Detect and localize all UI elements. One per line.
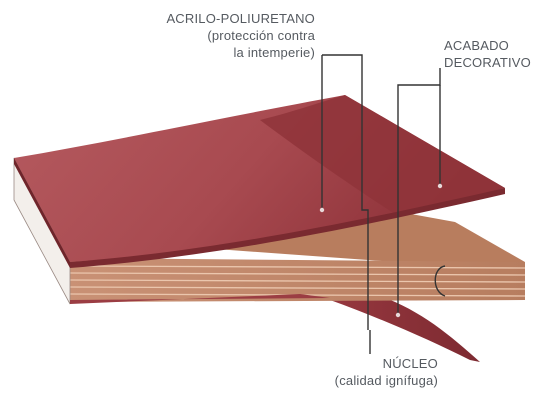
decorative-line1: ACABADO bbox=[444, 38, 509, 53]
core-top-face bbox=[175, 212, 525, 262]
acrylic-note-line1: (protección contra bbox=[207, 28, 315, 43]
decorative-line2: DECORATIVO bbox=[444, 55, 531, 70]
core-layers bbox=[69, 258, 526, 302]
leader-lines bbox=[321, 54, 446, 354]
core-label: NÚCLEO (calidad ignífuga) bbox=[270, 355, 438, 389]
bottom-decorative-layer bbox=[300, 292, 480, 362]
panel-bottom-strip bbox=[70, 294, 330, 304]
top-layer-shadow bbox=[260, 95, 505, 214]
top-layer-lip bbox=[70, 188, 505, 268]
acrylic-note-line2: la intemperie) bbox=[233, 45, 315, 60]
core-note: (calidad ignífuga) bbox=[334, 373, 438, 388]
decorative-label: ACABADO DECORATIVO bbox=[444, 37, 531, 71]
top-layer-edge bbox=[14, 158, 70, 268]
acrylic-title: ACRILO-POLIURETANO bbox=[166, 11, 315, 26]
core-title: NÚCLEO bbox=[382, 356, 438, 371]
leader-dots bbox=[319, 183, 443, 318]
acrylic-label: ACRILO-POLIURETANO (protección contra la… bbox=[115, 10, 315, 61]
